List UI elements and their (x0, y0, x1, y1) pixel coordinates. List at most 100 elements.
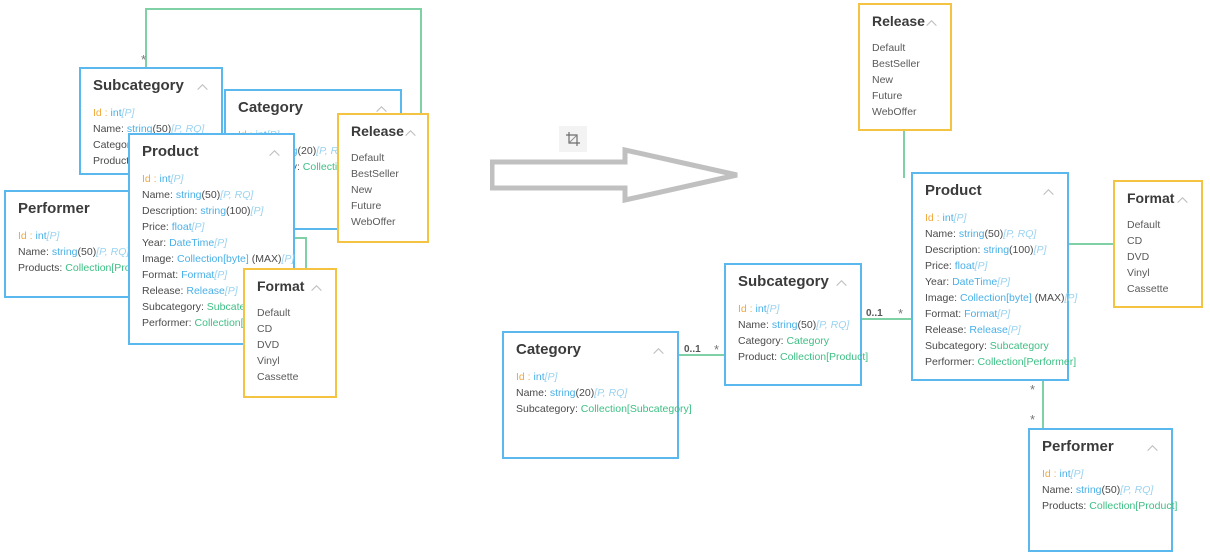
enum-literal: New (351, 184, 373, 196)
attribute-name: Product: (93, 154, 136, 167)
enum-literal: Default (351, 152, 385, 164)
attribute-flag: [P, RQ] (816, 318, 850, 331)
enum-literal: WebOffer (872, 106, 917, 118)
entity-attributes: Id : int[P]Name: string(20)[P, RQ]Subcat… (504, 363, 692, 427)
attribute-name: Name: (93, 122, 127, 135)
entity-attribute-row: Name: string(50)[P, RQ] (925, 226, 1055, 242)
attribute-name: Price: (925, 259, 955, 272)
chevron-up-icon[interactable] (310, 282, 323, 295)
attribute-name: Subcategory: (516, 402, 581, 415)
entity-header: Product (130, 135, 293, 165)
entity-attribute-row: Products: Collection[Product] (1042, 498, 1177, 514)
attribute-type: Collection[Product] (780, 350, 869, 363)
attribute-type: string (983, 243, 1010, 256)
chevron-up-icon[interactable] (1146, 442, 1159, 455)
entity-title: Format (257, 278, 305, 294)
chevron-up-icon[interactable] (1176, 194, 1189, 207)
entity-product[interactable]: Product Id : int[P]Name: string(50)[P, R… (911, 172, 1077, 381)
attribute-flag: [P] (170, 172, 184, 185)
attribute-name: Price: (142, 220, 172, 233)
attribute-flag: [P] (766, 302, 780, 315)
entity-performer[interactable]: Performer Id : int[P]Name: string(50)[P,… (1028, 428, 1177, 552)
attribute-name: Id : (18, 229, 36, 242)
entity-title: Subcategory (93, 77, 184, 94)
chevron-up-icon[interactable] (404, 127, 417, 140)
entity-attribute-row: Name: string(20)[P, RQ] (516, 385, 665, 401)
entity-attribute-row: Format: Format[P] (925, 306, 1055, 322)
enum-literal: DVD (1127, 251, 1150, 263)
attribute-name: Products: (1042, 499, 1090, 512)
entity-header: Performer (1030, 430, 1171, 460)
attribute-length: (MAX) (1031, 291, 1065, 304)
multiplicity-subcategory-product-right: * (898, 306, 904, 321)
enum-literal: Cassette (1127, 283, 1169, 295)
enum-literal: Default (1127, 219, 1161, 231)
entity-attribute-row: Name: string(50)[P, RQ] (738, 317, 850, 333)
attribute-type: string (771, 318, 798, 331)
chevron-up-icon[interactable] (835, 277, 848, 290)
attribute-name: Name: (925, 227, 959, 240)
crop-icon-badge (559, 126, 587, 152)
attribute-type: string (175, 188, 202, 201)
enum-literal: Vinyl (257, 355, 280, 367)
attribute-flag: [P, RQ] (220, 188, 254, 201)
entity-attribute-row: Name: string(50)[P, RQ] (93, 121, 209, 137)
enum-literal: Cassette (257, 371, 299, 383)
enum-literal: CD (1127, 235, 1143, 247)
entity-product-left[interactable]: Product Id : int[P]Name: string(50)[P, R… (128, 133, 295, 345)
attribute-name: Products: (18, 261, 66, 274)
attribute-name: Year: (142, 236, 170, 249)
entity-attribute-row: Name: string(50)[P, RQ] (18, 244, 160, 260)
attribute-type: string (958, 227, 985, 240)
attribute-flag: [P] (214, 268, 228, 281)
chevron-up-icon[interactable] (925, 17, 938, 30)
attribute-length: (100) (226, 204, 251, 217)
enum-literal: BestSeller (351, 168, 399, 180)
attribute-type: int (1059, 467, 1071, 480)
entity-attribute-row: Subcategory: Collection[Subcategory] (516, 401, 692, 417)
chevron-up-icon[interactable] (196, 81, 209, 94)
attribute-flag: [P] (1064, 291, 1078, 304)
attribute-length: (20) (297, 144, 317, 157)
attribute-name: Performer: (925, 355, 978, 368)
attribute-name: Id : (925, 211, 943, 224)
attribute-name: Performer: (142, 316, 195, 329)
entity-header: Category (226, 91, 400, 121)
connector-subcategory-product (861, 318, 915, 320)
attribute-type: Subcategory (989, 339, 1049, 352)
entity-title: Product (142, 143, 199, 160)
chevron-up-icon[interactable] (652, 345, 665, 358)
entity-attribute-row: Id : int[P] (738, 301, 848, 317)
chevron-up-icon[interactable] (375, 103, 388, 116)
entity-header: Release (860, 5, 950, 34)
attribute-flag: [P, RQ] (171, 122, 205, 135)
entity-category[interactable]: Category Id : int[P]Name: string(20)[P, … (502, 331, 692, 459)
attribute-flag: [P] (544, 370, 558, 383)
attribute-type: DateTime (169, 236, 215, 249)
entity-attribute-row: Id : int[P] (925, 210, 1055, 226)
attribute-type: float (954, 259, 975, 272)
enum-literal: New (872, 74, 894, 86)
entity-subcategory[interactable]: Subcategory Id : int[P]Name: string(50)[… (724, 263, 868, 386)
attribute-flag: [P] (46, 229, 60, 242)
attribute-name: Name: (1042, 483, 1076, 496)
attribute-type: float (171, 220, 192, 233)
attribute-flag: [P, RQ] (1003, 227, 1037, 240)
attribute-type: string (51, 245, 78, 258)
chevron-up-icon[interactable] (268, 147, 281, 160)
attribute-name: Id : (738, 302, 756, 315)
attribute-flag: [P, RQ] (1120, 483, 1154, 496)
attribute-type: Format (181, 268, 215, 281)
attribute-type: int (35, 229, 47, 242)
entity-attribute-row: Product: Collection[Product] (738, 349, 868, 365)
entity-attribute-row: Description: string(100)[P] (925, 242, 1055, 258)
enum-literal: Default (257, 307, 291, 319)
entity-header: Subcategory (726, 265, 860, 295)
connector-product-performer (1042, 381, 1044, 431)
chevron-up-icon[interactable] (1042, 186, 1055, 199)
